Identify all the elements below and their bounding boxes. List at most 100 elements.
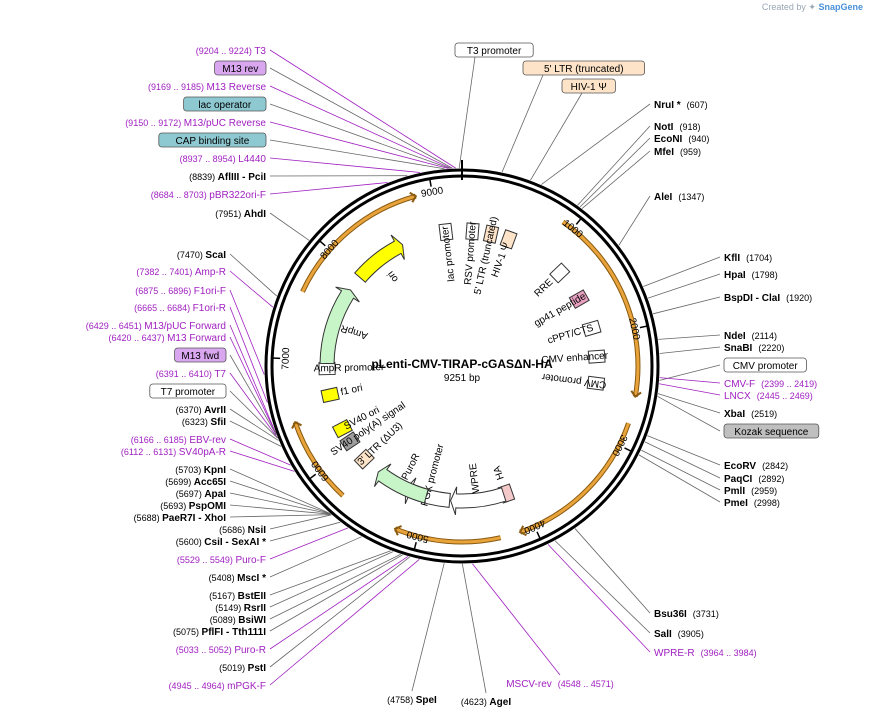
site-acc65i-label[interactable]: (5699) Acc65I [165, 477, 226, 488]
site-afliii-pcii-label[interactable]: (8839) AflIII - PciI [189, 172, 266, 183]
site-mfei-label[interactable]: MfeI(959) [654, 147, 701, 158]
site-pflfi-tth111i-label[interactable]: (5075) PflFI - Tth111I [173, 627, 266, 638]
site-ndei-label[interactable]: NdeI(2114) [724, 331, 777, 342]
site-bsiwi-label[interactable]: (5089) BsiWI [210, 615, 267, 626]
site-kpni-label[interactable]: (5703) KpnI [175, 465, 226, 476]
site-noti-label[interactable]: NotI(918) [654, 122, 700, 133]
site-nsii-leader [269, 514, 332, 530]
site-acc65i-position: (5699) [165, 477, 194, 487]
site-wpre-r-label[interactable]: WPRE-R(3964 .. 3984) [654, 648, 757, 659]
site-paer7i-xhoi-label[interactable]: (5688) PaeR7I - XhoI [134, 513, 227, 524]
site-sfii-label[interactable]: (6323) SfiI [182, 417, 226, 428]
site-alei-leader [618, 195, 651, 246]
site-pmli-label[interactable]: PmlI(2959) [724, 486, 777, 497]
bottom-spei-label[interactable]: (4758) SpeI [387, 695, 437, 706]
site-avrii-label[interactable]: (6370) AvrII [176, 405, 227, 416]
site-scai-label[interactable]: (7470) ScaI [177, 250, 226, 261]
site-m13-forward-label[interactable]: (6420 .. 6437) M13 Forward [109, 333, 226, 344]
tick-mark [639, 325, 648, 329]
site-kozak-sequence-label[interactable]: Kozak sequence [734, 427, 808, 438]
site-t7-promoter-label[interactable]: T7 promoter [161, 387, 216, 398]
site-sali-leader [554, 540, 651, 634]
site-f1ori-f-label[interactable]: (6875 .. 6896) F1ori-F [135, 286, 226, 297]
site-bspdi-clai-label[interactable]: BspDI - ClaI(1920) [724, 293, 812, 304]
site-m13-fwd-leader [229, 354, 277, 436]
site-l4440-label[interactable]: (8937 .. 8954) L4440 [180, 154, 267, 165]
site-paqci-label[interactable]: PaqCI(2892) [724, 474, 784, 485]
site-sali-label[interactable]: SalI(3905) [654, 629, 704, 640]
site-cmv-f-label[interactable]: CMV-F(2399 .. 2419) [724, 379, 817, 390]
site-cmv-promoter-label[interactable]: CMV promoter [733, 361, 799, 372]
top-5-ltr-truncated-label[interactable]: 5' LTR (truncated) [544, 64, 624, 75]
feature-gp41-peptide [568, 289, 590, 309]
site-m13-puc-reverse-label[interactable]: (9150 .. 9172) M13/pUC Reverse [125, 118, 266, 129]
site-lncx-label[interactable]: LNCX(2445 .. 2469) [724, 391, 813, 402]
top-hiv-1-leader [530, 92, 583, 181]
site-ahdi-position: (7951) [215, 209, 244, 219]
site-cap-binding-site-label[interactable]: CAP binding site [176, 136, 250, 147]
site-sfii-leader [229, 420, 282, 447]
site-pmei-label[interactable]: PmeI(2998) [724, 498, 780, 509]
site-ahdi-label[interactable]: (7951) AhdI [215, 209, 266, 220]
site-psti-label[interactable]: (5019) PstI [219, 663, 266, 674]
site-m13-fwd-label[interactable]: M13 fwd [181, 351, 219, 362]
site-csii-sexai-label[interactable]: (5600) CsiI - SexAI * [176, 537, 266, 548]
site-psti-position: (5019) [219, 663, 248, 673]
site-hpai-label[interactable]: HpaI(1798) [724, 270, 778, 281]
site-pbr322ori-f-label[interactable]: (8684 .. 8703) pBR322ori-F [151, 190, 266, 201]
feature-cmv-promoter-label: CMV promoter [540, 371, 607, 390]
site-lac-operator-label[interactable]: lac operator [198, 100, 251, 111]
tick-label: 9000 [420, 185, 444, 200]
site-mpgk-f-label[interactable]: (4945 .. 4964) mPGK-F [169, 681, 266, 692]
site-alei-label[interactable]: AleI(1347) [654, 192, 704, 203]
site-xbai-label[interactable]: XbaI(2519) [724, 409, 777, 420]
site-sv40pa-r-label[interactable]: (6112 .. 6131) SV40pA-R [121, 447, 226, 458]
site-f1ori-f-name: F1ori-F [194, 286, 226, 297]
site-m13-puc-forward-label[interactable]: (6429 .. 6451) M13/pUC Forward [86, 321, 226, 332]
feature-5-ltr-truncated [482, 224, 500, 244]
site-nsii-label[interactable]: (5686) NsiI [219, 525, 266, 536]
site-nrui-label[interactable]: NruI *(607) [654, 100, 708, 111]
orf-arc [394, 527, 501, 544]
site-puro-f-label[interactable]: (5529 .. 5549) Puro-F [177, 555, 266, 566]
site-m13-fwd-box [174, 347, 227, 363]
site-sv40pa-r-position: (6112 .. 6131) [121, 447, 179, 457]
feature-f1-ori [320, 386, 340, 404]
bottom-agei-label[interactable]: (4623) AgeI [461, 697, 511, 708]
site-ecorv-position: (2842) [762, 461, 788, 471]
feature-ampr-label: AmpR [339, 322, 369, 341]
site-psti-name: PstI [248, 663, 267, 674]
site-ecorv-label[interactable]: EcoRV(2842) [724, 461, 788, 472]
site-f1ori-r-label[interactable]: (6665 .. 6684) F1ori-R [134, 303, 226, 314]
top-hiv-1-label[interactable]: HIV-1 Ψ [571, 82, 607, 93]
top-t3-promoter-label[interactable]: T3 promoter [467, 46, 522, 57]
site-t3-label[interactable]: (9204 .. 9224) T3 [196, 46, 267, 57]
site-kozak-sequence-leader [657, 396, 721, 432]
site-t3-name: T3 [254, 46, 266, 57]
site-bsteii-label[interactable]: (5167) BstEII [209, 591, 266, 602]
bottom-spei-position: (4758) [387, 695, 416, 705]
site-snabi-label[interactable]: SnaBI(2220) [724, 343, 784, 354]
feature-puror [373, 463, 429, 504]
feature-sv40-ori [331, 418, 353, 439]
site-wpre-r-leader [547, 544, 651, 653]
site-t7-label[interactable]: (6391 .. 6410) T7 [156, 369, 227, 380]
site-paqci-leader [644, 441, 721, 479]
site-m13-reverse-label[interactable]: (9169 .. 9185) M13 Reverse [148, 82, 266, 93]
site-m13-rev-label[interactable]: M13 rev [222, 64, 258, 75]
site-rsrii-label[interactable]: (5149) RsrII [215, 603, 266, 614]
site-msci-label[interactable]: (5408) MscI * [209, 573, 267, 584]
site-pspomi-label[interactable]: (5693) PspOMI [160, 501, 226, 512]
site-apai-label[interactable]: (5697) ApaI [176, 489, 226, 500]
site-puro-r-label[interactable]: (5033 .. 5052) Puro-R [176, 645, 266, 656]
site-amp-r-label[interactable]: (7382 .. 7401) Amp-R [136, 267, 226, 278]
credit-brand: SnapGene [818, 2, 863, 12]
site-puro-f-name: Puro-F [235, 555, 266, 566]
site-ebv-rev-label[interactable]: (6166 .. 6185) EBV-rev [131, 435, 226, 446]
site-kfli-label[interactable]: KflI(1704) [724, 253, 772, 264]
site-bsu36i-label[interactable]: Bsu36I(3731) [654, 609, 719, 620]
site-ahdi-name: AhdI [244, 209, 266, 220]
tick-mark [308, 473, 317, 480]
site-econi-label[interactable]: EcoNI(940) [654, 134, 709, 145]
bottom-mscv-rev-label[interactable]: MSCV-rev(4548 .. 4571) [506, 679, 614, 690]
